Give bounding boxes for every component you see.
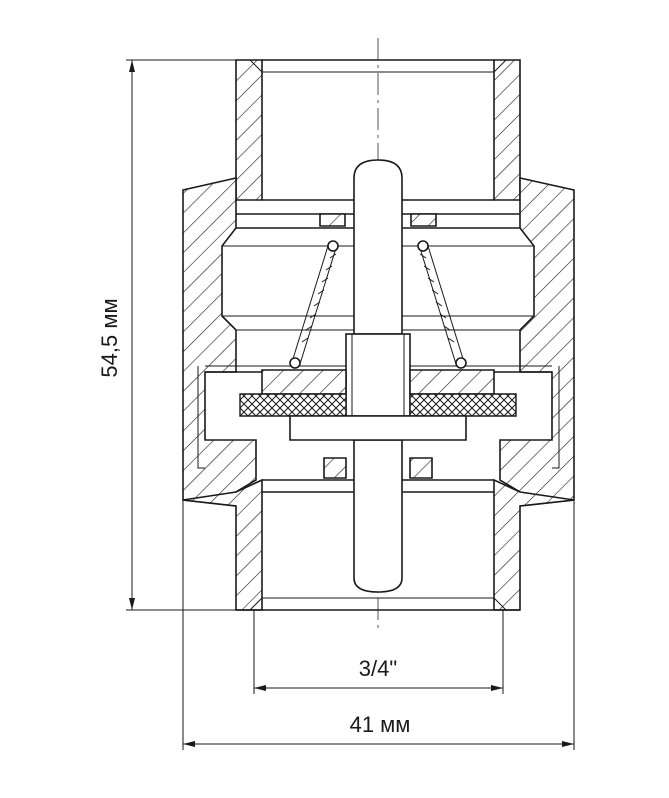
valve-plate: [261, 369, 495, 395]
thread-label: 3/4": [359, 656, 397, 681]
valve-stem: [345, 159, 411, 593]
valve-seat: [289, 415, 467, 479]
height-label: 54,5 мм: [97, 298, 122, 377]
width-label: 41 мм: [350, 712, 411, 737]
width-dimension: [182, 500, 575, 750]
spring-housing: [319, 213, 437, 227]
height-dimension: [126, 59, 236, 611]
valve-body-left: [182, 176, 263, 611]
spring-right: [417, 240, 467, 369]
thread-dimension: [253, 610, 504, 694]
spring-left: [289, 240, 339, 369]
upper-connector: [235, 59, 521, 201]
